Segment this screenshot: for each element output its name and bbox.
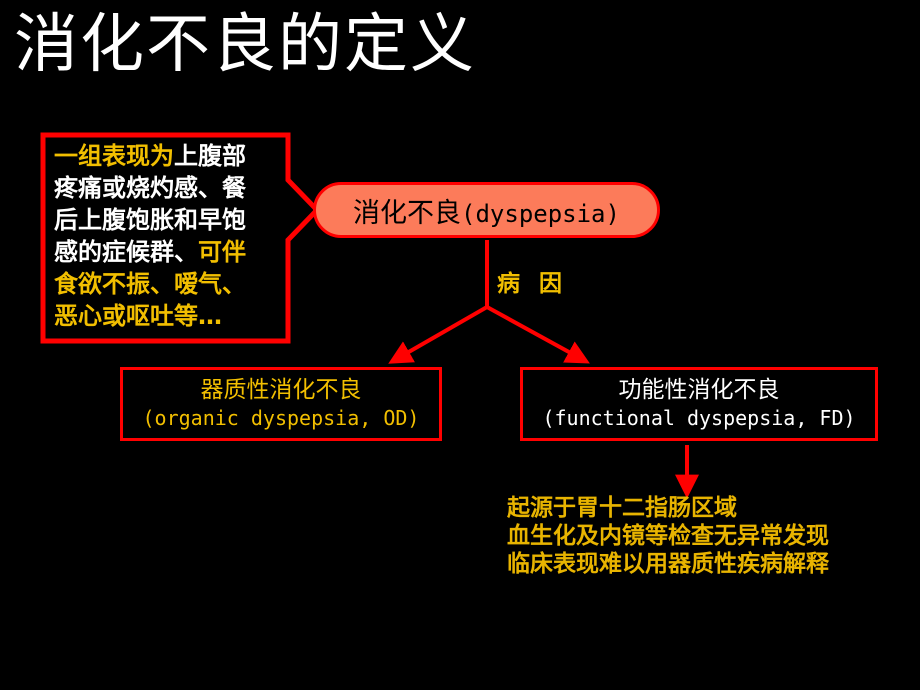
callout-segment: 一组表现为 xyxy=(54,142,174,170)
callout-line: 疼痛或烧灼感、餐 xyxy=(54,172,294,204)
node-dyspepsia-label-cn: 消化不良 xyxy=(353,197,462,229)
callout-line: 食欲不振、嗳气、 xyxy=(54,268,294,300)
definition-callout: 一组表现为上腹部疼痛或烧灼感、餐后上腹饱胀和早饱感的症候群、可伴食欲不振、嗳气、… xyxy=(40,132,320,344)
node-functional-label-en: (functional dyspepsia, FD) xyxy=(542,406,856,430)
node-functional-dyspepsia[interactable]: 功能性消化不良 (functional dyspepsia, FD) xyxy=(520,367,878,441)
callout-segment: 恶心或呕吐等… xyxy=(54,302,222,330)
node-dyspepsia-label: 消化不良(dyspepsia) xyxy=(353,191,620,230)
callout-segment: 食欲不振、嗳气、 xyxy=(54,270,246,298)
node-organic-dyspepsia[interactable]: 器质性消化不良 (organic dyspepsia, OD) xyxy=(120,367,442,441)
page-title: 消化不良的定义 xyxy=(14,8,476,82)
node-dyspepsia-label-en: (dyspepsia) xyxy=(461,199,620,228)
connector-to-organic xyxy=(388,305,488,364)
functional-dyspepsia-notes: 起源于胃十二指肠区域血生化及内镜等检查无异常发现临床表现难以用器质性疾病解释 xyxy=(507,494,829,578)
callout-line: 后上腹饱胀和早饱 xyxy=(54,204,294,236)
callout-line: 一组表现为上腹部 xyxy=(54,140,294,172)
node-dyspepsia[interactable]: 消化不良(dyspepsia) xyxy=(313,182,660,238)
callout-segment: 上腹部 xyxy=(174,142,246,170)
callout-shape-icon xyxy=(40,132,320,344)
callout-segment: 后上腹饱胀和早饱 xyxy=(54,206,246,234)
callout-line: 感的症候群、可伴 xyxy=(54,236,294,268)
node-organic-label-cn: 器质性消化不良 xyxy=(200,377,362,403)
fd-note-line: 临床表现难以用器质性疾病解释 xyxy=(507,551,829,577)
connector-to-functional xyxy=(486,305,590,364)
node-functional-label-cn: 功能性消化不良 xyxy=(618,377,780,403)
callout-segment: 疼痛或烧灼感、餐 xyxy=(54,174,246,202)
fd-note-line: 起源于胃十二指肠区域 xyxy=(507,495,737,521)
callout-segment: 可伴 xyxy=(198,238,246,266)
callout-text: 一组表现为上腹部疼痛或烧灼感、餐后上腹饱胀和早饱感的症候群、可伴食欲不振、嗳气、… xyxy=(54,140,294,332)
fd-note-line: 血生化及内镜等检查无异常发现 xyxy=(507,523,829,549)
connector-label-cause: 病 因 xyxy=(497,271,564,297)
callout-line: 恶心或呕吐等… xyxy=(54,300,294,332)
node-organic-label-en: (organic dyspepsia, OD) xyxy=(142,406,420,430)
callout-segment: 感的症候群、 xyxy=(54,238,198,266)
